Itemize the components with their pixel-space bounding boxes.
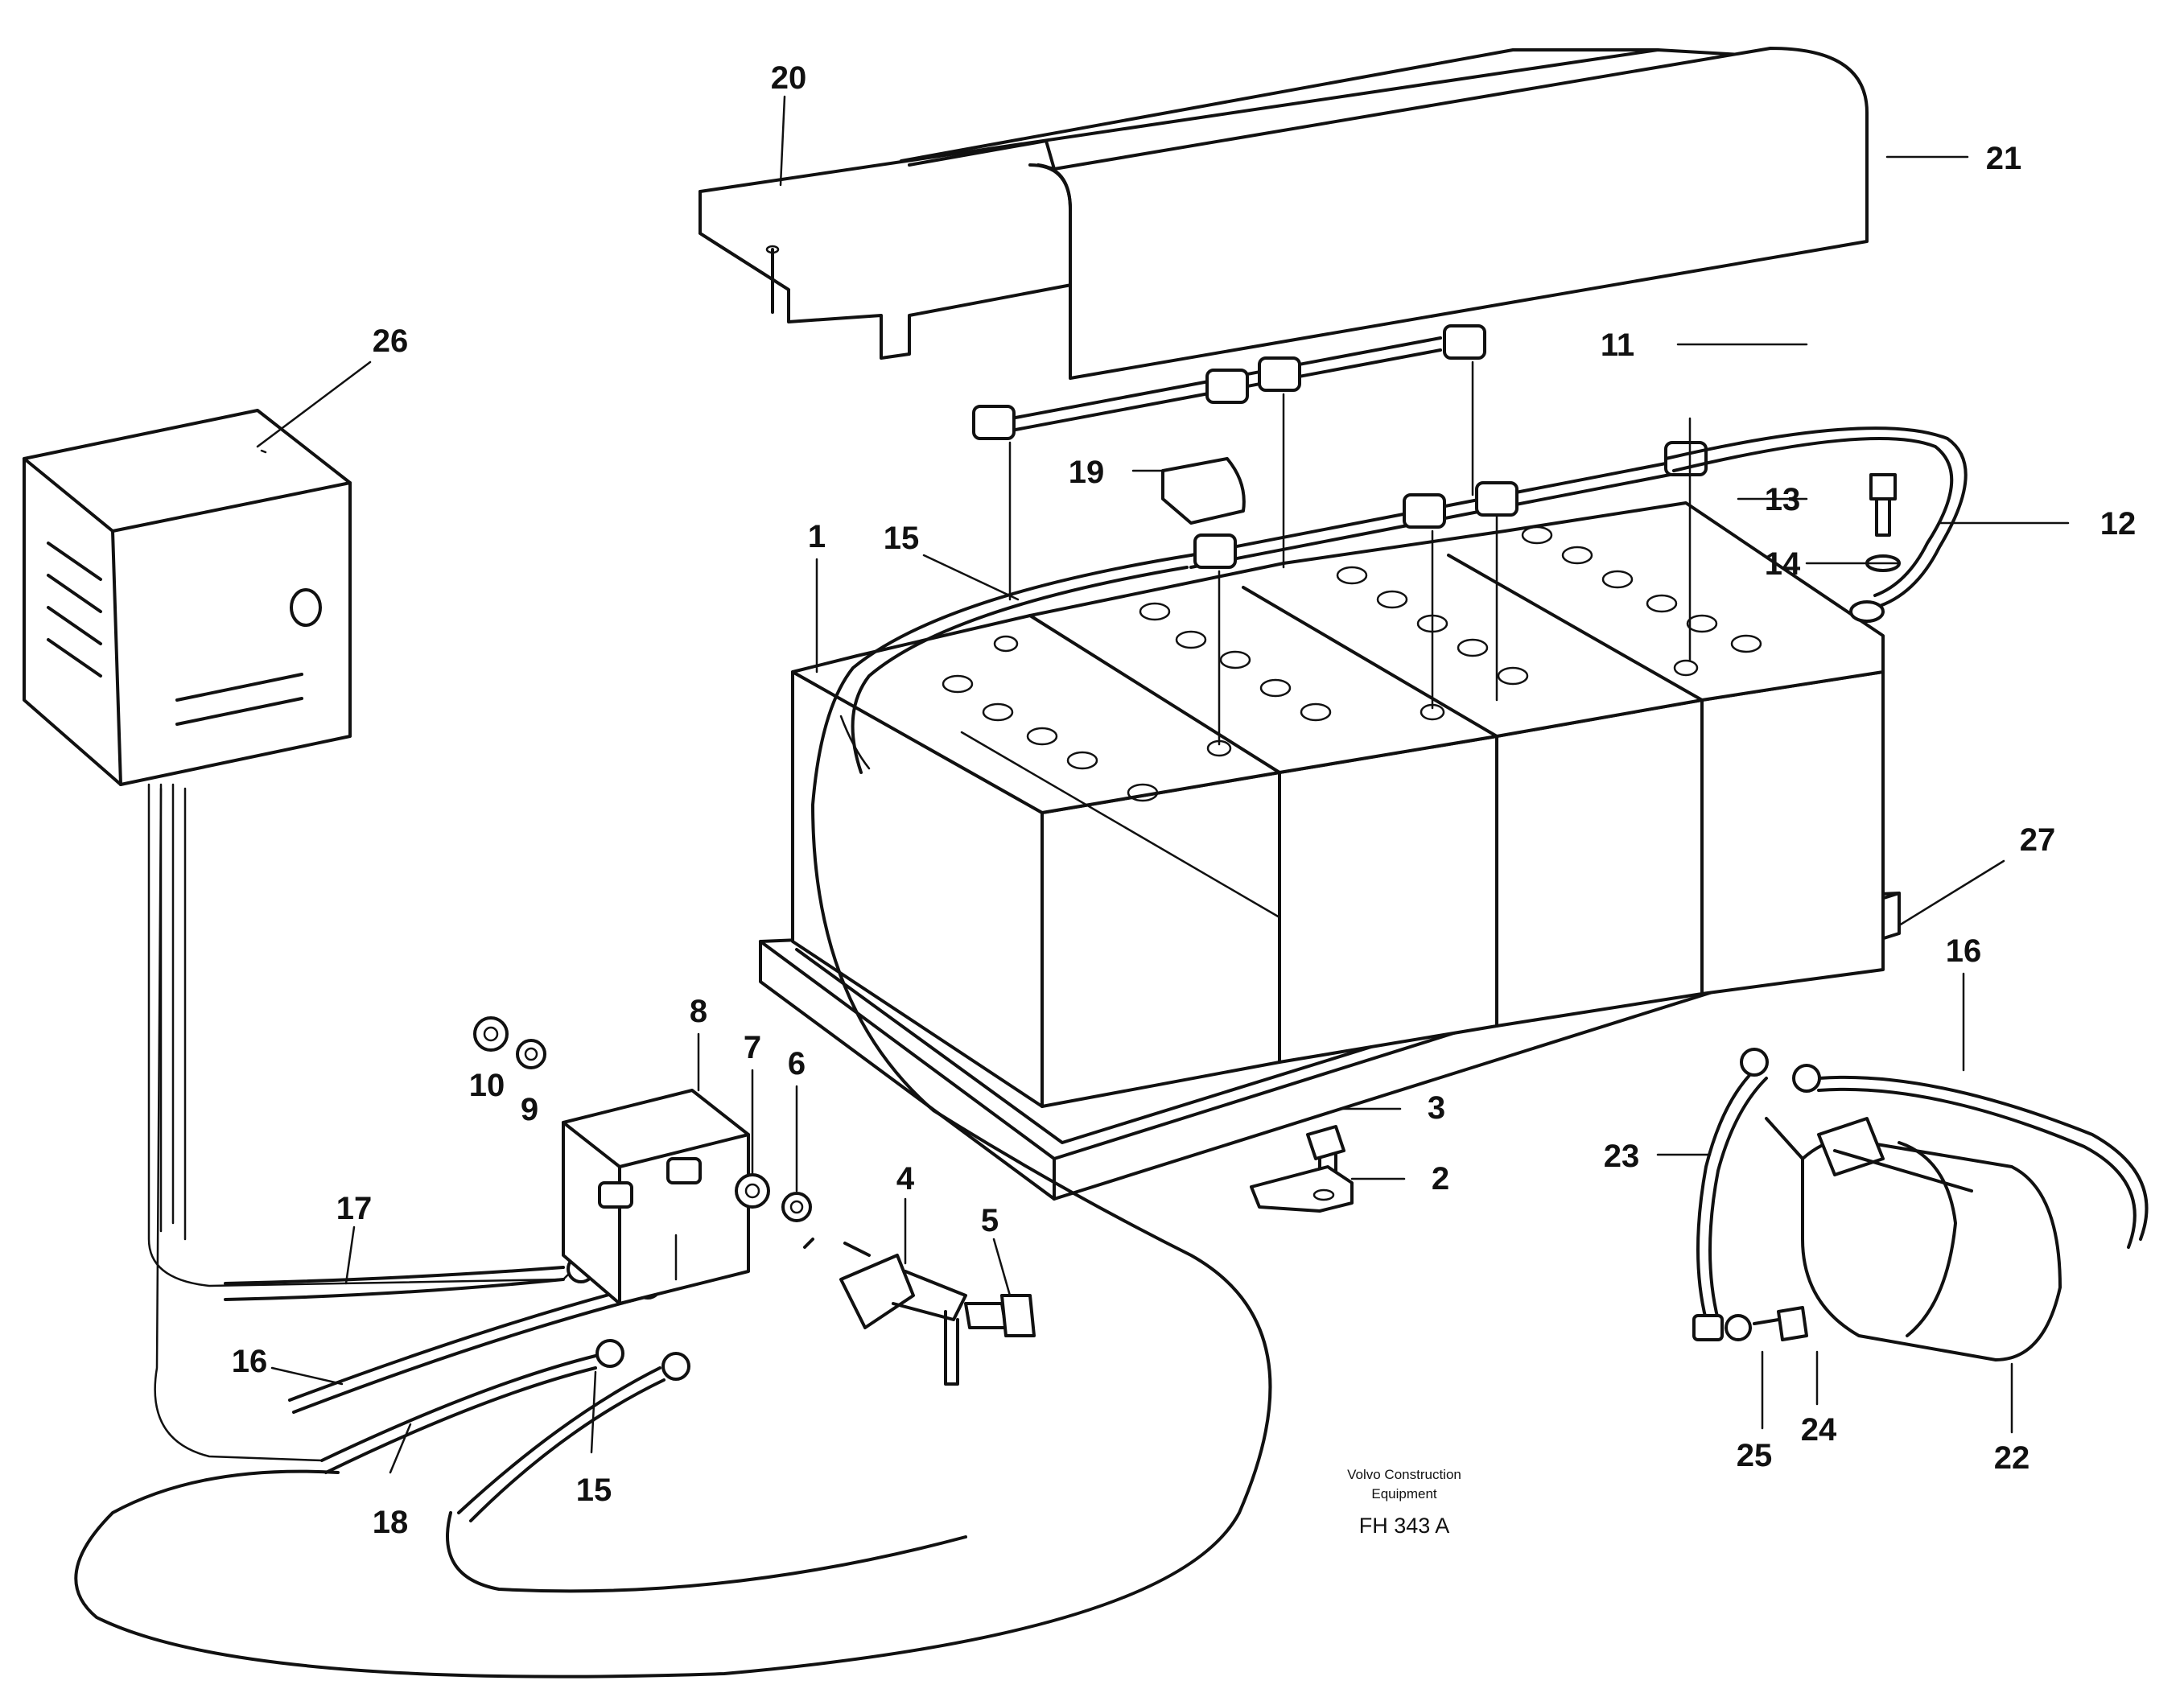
leader-lines	[256, 95, 2070, 1474]
callout-18: 18	[373, 1505, 409, 1540]
control-box	[23, 409, 352, 786]
callout-16-left: 16	[232, 1344, 268, 1379]
battery-cover	[698, 47, 1869, 380]
callout-2: 2	[1432, 1161, 1449, 1197]
callout-20: 20	[771, 60, 807, 96]
callout-3: 3	[1428, 1090, 1445, 1126]
bolt-and-bracket	[1250, 1125, 1354, 1213]
cable-12	[1664, 426, 1968, 623]
callout-6: 6	[788, 1046, 806, 1081]
callout-17: 17	[336, 1191, 373, 1226]
company-line-1: Volvo Construction	[1347, 1467, 1461, 1482]
callout-5: 5	[981, 1203, 999, 1238]
callout-14: 14	[1765, 546, 1801, 582]
control-box-wires	[147, 783, 573, 1462]
drawing-footer: Volvo Construction Equipment FH 343 A	[1347, 1467, 1461, 1538]
callout-9: 9	[521, 1092, 538, 1127]
callout-22: 22	[1994, 1440, 2030, 1476]
callout-26: 26	[373, 323, 409, 359]
relay-box	[473, 1016, 812, 1305]
cell-caps	[942, 525, 1762, 802]
callout-23: 23	[1604, 1139, 1640, 1174]
terminal-connectors	[972, 324, 1708, 746]
callout-27: 27	[2020, 822, 2056, 858]
callout-labels: 1 2 3 4 5 6 7 8 9 10 11 12 13 14 15 15 1…	[232, 60, 2137, 1540]
starter-motor	[1692, 1048, 2149, 1361]
callout-8: 8	[690, 994, 707, 1029]
terminal-cap	[1161, 457, 1246, 525]
callout-7: 7	[744, 1030, 761, 1065]
callout-24: 24	[1801, 1412, 1837, 1448]
callout-15-lower: 15	[576, 1473, 612, 1508]
callout-15-upper: 15	[884, 521, 920, 556]
callout-1: 1	[808, 519, 826, 554]
callout-4: 4	[896, 1161, 915, 1197]
battery-pack	[791, 501, 1885, 1108]
callout-21: 21	[1986, 141, 2022, 176]
callout-19: 19	[1069, 455, 1105, 490]
callout-25: 25	[1737, 1438, 1773, 1473]
callout-13: 13	[1765, 482, 1801, 517]
isolator-switch	[803, 1238, 1036, 1386]
callout-10: 10	[469, 1068, 505, 1103]
company-line-2: Equipment	[1371, 1486, 1437, 1501]
cable-15-loop	[74, 554, 1272, 1679]
callout-12: 12	[2100, 506, 2137, 542]
drawing-code: FH 343 A	[1359, 1514, 1450, 1538]
callout-11: 11	[1601, 327, 1634, 363]
callout-16-right: 16	[1946, 933, 1982, 969]
